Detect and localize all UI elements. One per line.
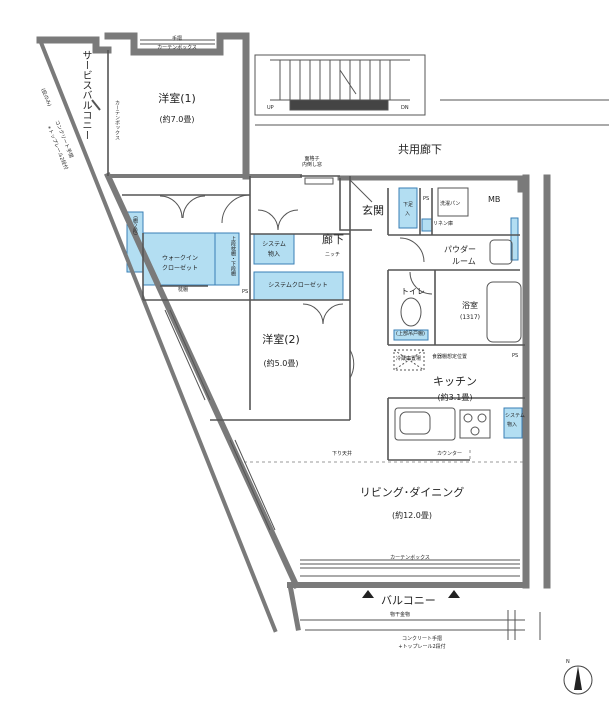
basin xyxy=(489,239,513,265)
toilet-bowl xyxy=(400,297,422,327)
powder-storage-area xyxy=(510,217,519,261)
west-top-wall xyxy=(36,36,112,54)
storage-areas xyxy=(126,187,523,439)
north-arrow-icon xyxy=(563,665,593,695)
western1-top-wall xyxy=(104,32,250,56)
system-closet-area xyxy=(253,271,344,301)
washer-pan xyxy=(437,187,469,217)
diagonal-outer xyxy=(37,37,278,633)
stairs xyxy=(254,54,609,126)
balcony-arrows xyxy=(362,590,460,598)
fixtures xyxy=(393,187,522,441)
shoe-box-area xyxy=(398,187,418,229)
balcony-west-wall xyxy=(287,582,301,631)
sink-counter xyxy=(394,407,456,441)
lowered-ceiling xyxy=(238,450,525,463)
corridor-top-wall xyxy=(337,175,523,193)
exterior-walls xyxy=(36,32,551,633)
fridge-area xyxy=(393,349,425,371)
toilet-cabinet-area xyxy=(393,329,429,341)
linen-storage-area xyxy=(421,218,433,232)
bathtub-outline xyxy=(486,281,522,343)
system-storage-area xyxy=(253,233,295,265)
doors xyxy=(159,179,433,379)
windows xyxy=(91,39,541,640)
walkin-closet-shelf-area xyxy=(214,232,240,286)
kitchen-storage-area xyxy=(503,407,523,439)
stove xyxy=(459,409,491,439)
sink-basin xyxy=(399,411,431,435)
interior-walls xyxy=(107,50,525,461)
